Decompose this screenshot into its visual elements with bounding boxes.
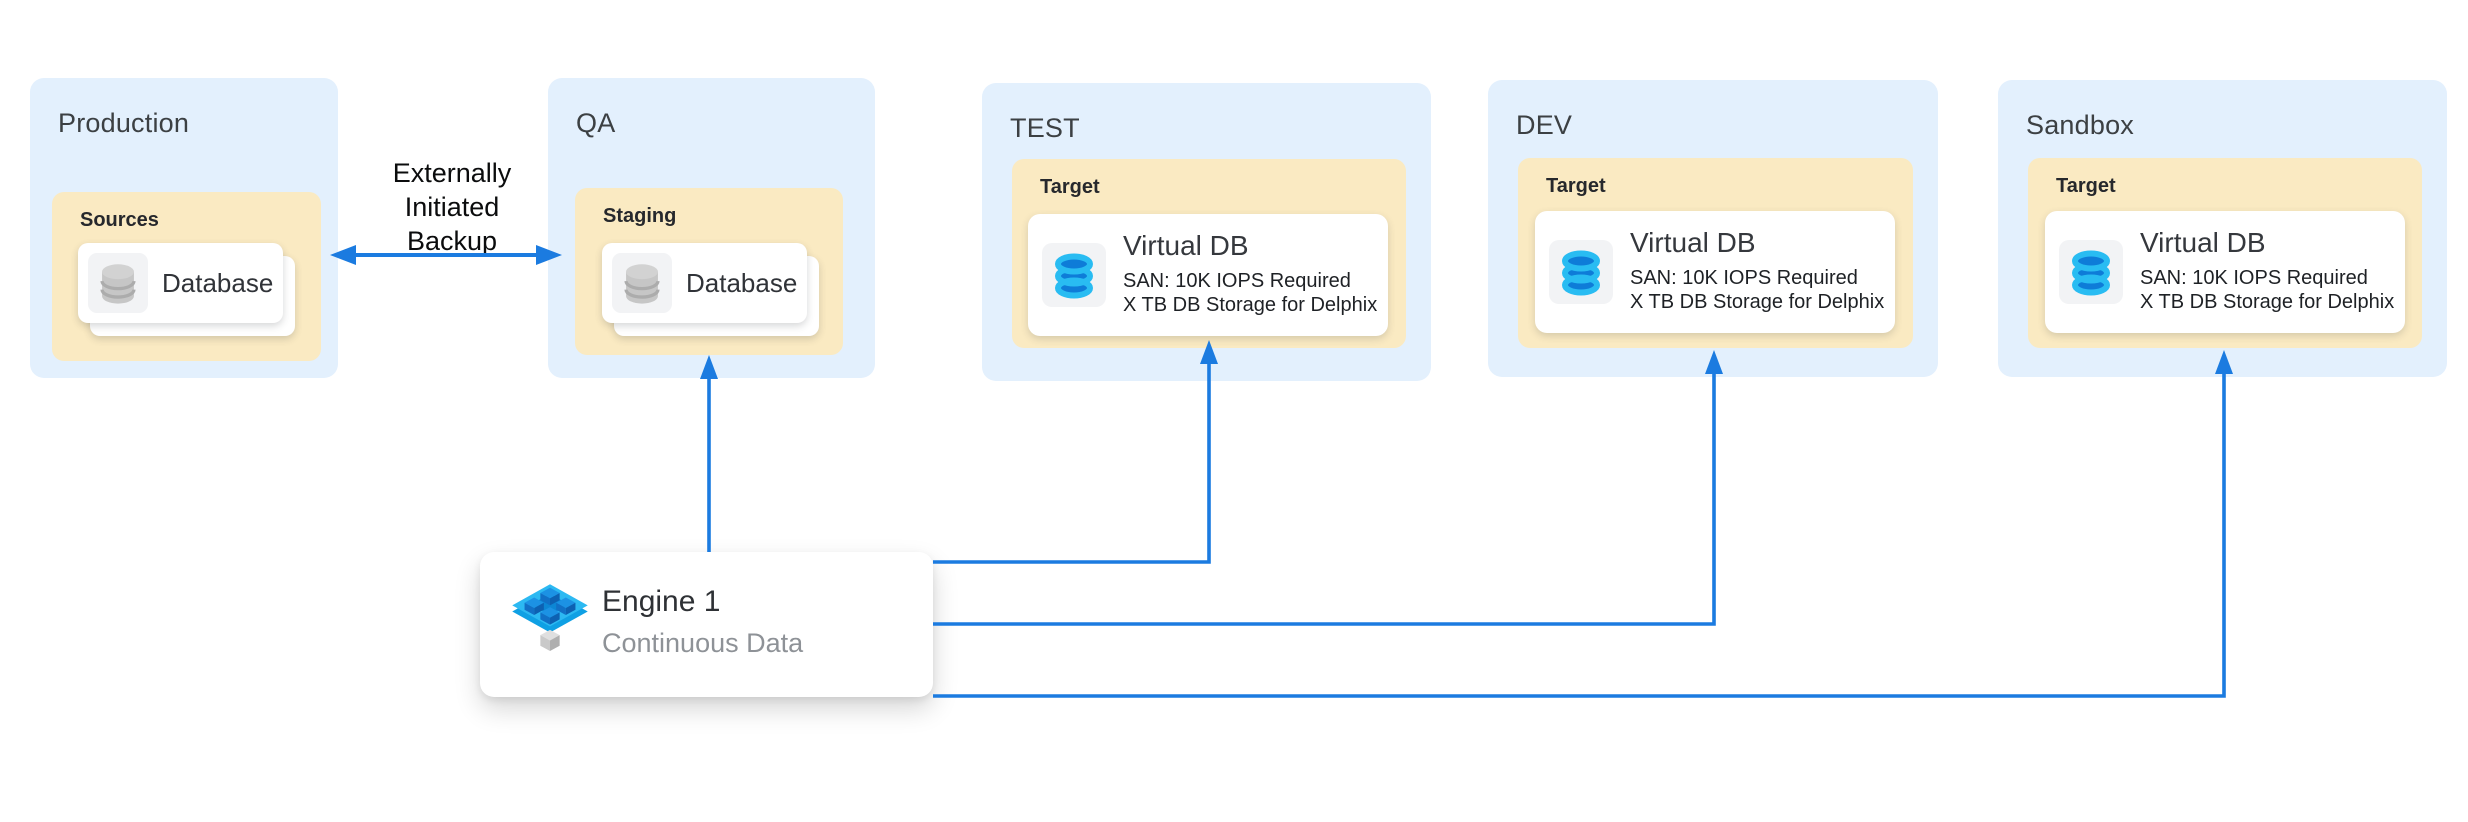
panel-target-dev: Target Virtual DB SAN: 10K IOPS Required <box>1518 158 1913 348</box>
database-icon-tile <box>612 253 672 313</box>
database-card-production: Database <box>78 243 283 323</box>
engine-platform-icon <box>512 584 588 651</box>
panel-label-target: Target <box>1040 176 1100 198</box>
virtual-db-spec-storage: X TB DB Storage for Delphix <box>1123 294 1378 316</box>
env-box-qa: QA Staging Database <box>548 78 875 378</box>
engine-title: Engine 1 <box>602 585 721 618</box>
env-label-dev: DEV <box>1516 110 1573 140</box>
env-label-production: Production <box>58 108 190 138</box>
env-box-sandbox: Sandbox Target Virtual DB SAN: 10K <box>1998 80 2447 377</box>
database-card-label: Database <box>686 267 798 298</box>
backup-label-line-3: Backup <box>406 226 498 256</box>
backup-label-line-2: Initiated <box>404 192 500 222</box>
virtual-db-card-dev: Virtual DB SAN: 10K IOPS Required X TB D… <box>1535 211 1895 333</box>
panel-target-test: Target Virtual DB SAN: 10K IOPS Required <box>1012 159 1406 348</box>
panel-label-target: Target <box>1546 175 1606 197</box>
backup-arrow-label: Externally Initiated Backup <box>327 156 577 258</box>
virtual-db-title: Virtual DB <box>1123 230 1249 261</box>
env-label-qa: QA <box>576 108 616 138</box>
arrow-engine-to-test <box>933 362 1211 564</box>
virtual-db-spec-iops: SAN: 10K IOPS Required <box>1630 267 1858 289</box>
virtual-db-spec-iops: SAN: 10K IOPS Required <box>1123 270 1351 292</box>
database-cylinder-icon <box>100 264 136 304</box>
virtual-db-title: Virtual DB <box>1630 227 1756 258</box>
panel-sources: Sources Database <box>52 192 321 361</box>
virtual-db-icon-tile <box>2059 240 2123 304</box>
virtual-db-icon <box>2072 250 2110 296</box>
panel-label-staging: Staging <box>603 205 677 227</box>
env-label-test: TEST <box>1010 113 1080 143</box>
env-box-test: TEST Target Virtual DB SAN: 10K IOP <box>982 83 1431 381</box>
virtual-db-icon-tile <box>1549 240 1613 304</box>
env-box-production: Production Sources Database <box>30 78 338 378</box>
engine-card: Engine 1 Continuous Data <box>480 552 933 697</box>
database-icon-tile <box>88 253 148 313</box>
virtual-db-spec-iops: SAN: 10K IOPS Required <box>2140 267 2368 289</box>
panel-label-sources: Sources <box>80 209 159 231</box>
virtual-db-title: Virtual DB <box>2140 227 2266 258</box>
database-card-label: Database <box>162 267 274 298</box>
arrow-engine-to-dev <box>933 372 1716 626</box>
panel-target-sandbox: Target Virtual DB SAN: 10K IOPS Required <box>2028 158 2422 348</box>
virtual-db-icon <box>1562 250 1600 296</box>
database-card-qa: Database <box>602 243 807 323</box>
database-cylinder-icon <box>624 264 660 304</box>
virtual-db-icon-tile <box>1042 243 1106 307</box>
panel-label-target: Target <box>2056 175 2116 197</box>
virtual-db-icon <box>1055 253 1093 299</box>
env-box-dev: DEV Target Virtual DB SAN: 10K IOPS <box>1488 80 1938 377</box>
arrow-engine-to-sandbox <box>933 372 2226 698</box>
panel-staging: Staging Database <box>575 188 843 355</box>
backup-label-line-1: Externally <box>392 158 512 188</box>
env-label-sandbox: Sandbox <box>2026 110 2134 140</box>
virtual-db-card-sandbox: Virtual DB SAN: 10K IOPS Required X TB D… <box>2045 211 2405 333</box>
virtual-db-spec-storage: X TB DB Storage for Delphix <box>1630 291 1885 313</box>
virtual-db-spec-storage: X TB DB Storage for Delphix <box>2140 291 2395 313</box>
engine-subtitle: Continuous Data <box>602 628 804 658</box>
virtual-db-card-test: Virtual DB SAN: 10K IOPS Required X TB D… <box>1028 214 1388 336</box>
